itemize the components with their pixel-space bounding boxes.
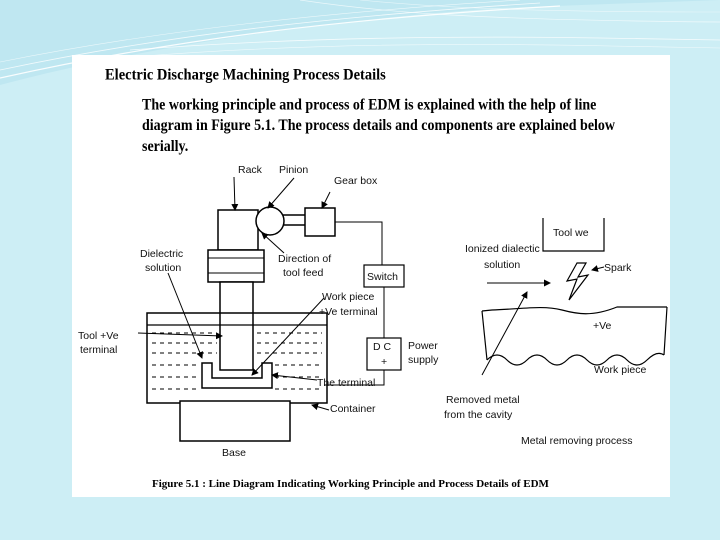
label-tool-ve: Tool +Ve <box>78 330 119 342</box>
label-power: Power <box>408 340 438 352</box>
rack <box>217 209 259 251</box>
label-dielectric-solution: solution <box>145 262 181 274</box>
label-plus-ve: +Ve <box>593 320 612 332</box>
document-page: Electric Discharge Machining Process Det… <box>72 55 670 497</box>
dielectric-fluid <box>152 332 322 390</box>
work-piece <box>201 362 273 389</box>
figure-caption: Figure 5.1 : Line Diagram Indicating Wor… <box>152 478 549 490</box>
edm-machine-drawing <box>137 176 405 442</box>
label-base: Base <box>222 447 246 459</box>
label-rack: Rack <box>238 164 263 176</box>
pinion <box>255 206 285 236</box>
label-metal-removing-process: Metal removing process <box>521 435 632 447</box>
label-work-piece-right: Work piece <box>594 364 646 376</box>
label-spark: Spark <box>604 262 632 274</box>
label-the-terminal: The terminal <box>317 377 375 389</box>
metal-removing-drawing <box>481 218 668 376</box>
label-work-piece: Work piece <box>322 291 374 303</box>
tool-electrode <box>219 281 254 371</box>
label-removed-metal: Removed metal <box>446 394 520 406</box>
gear-box <box>304 207 336 237</box>
label-tool-terminal: terminal <box>80 344 117 356</box>
tool-holder <box>207 249 265 283</box>
paragraph-line: diagram in Figure 5.1. The process detai… <box>142 118 616 135</box>
label-ionized-solution: solution <box>484 259 520 271</box>
base <box>179 400 291 442</box>
label-tool-we: Tool we <box>553 227 589 239</box>
label-gear-box: Gear box <box>334 175 378 187</box>
label-dc-plus: + <box>381 356 387 368</box>
edm-line-diagram: Rack Pinion Gear box Dielectric solution… <box>78 164 668 459</box>
paragraph-line: The working principle and process of EDM… <box>142 97 597 114</box>
label-direction: Direction of <box>278 253 331 265</box>
label-tool-feed: tool feed <box>283 267 323 279</box>
label-work-piece-terminal: +Ve terminal <box>319 306 378 318</box>
label-dc: D C <box>373 341 392 353</box>
label-ionized: Ionized dialectic <box>465 243 540 255</box>
paragraph-line: serially. <box>142 139 189 156</box>
label-container: Container <box>330 403 376 415</box>
label-pinion: Pinion <box>279 164 308 176</box>
label-supply: supply <box>408 354 439 366</box>
label-switch: Switch <box>367 271 398 283</box>
document-title: Electric Discharge Machining Process Det… <box>105 66 386 84</box>
document-paragraph: The working principle and process of EDM… <box>142 95 616 158</box>
label-dielectric: Dielectric <box>140 248 183 260</box>
spark-icon <box>565 262 590 301</box>
label-from-cavity: from the cavity <box>444 409 513 421</box>
